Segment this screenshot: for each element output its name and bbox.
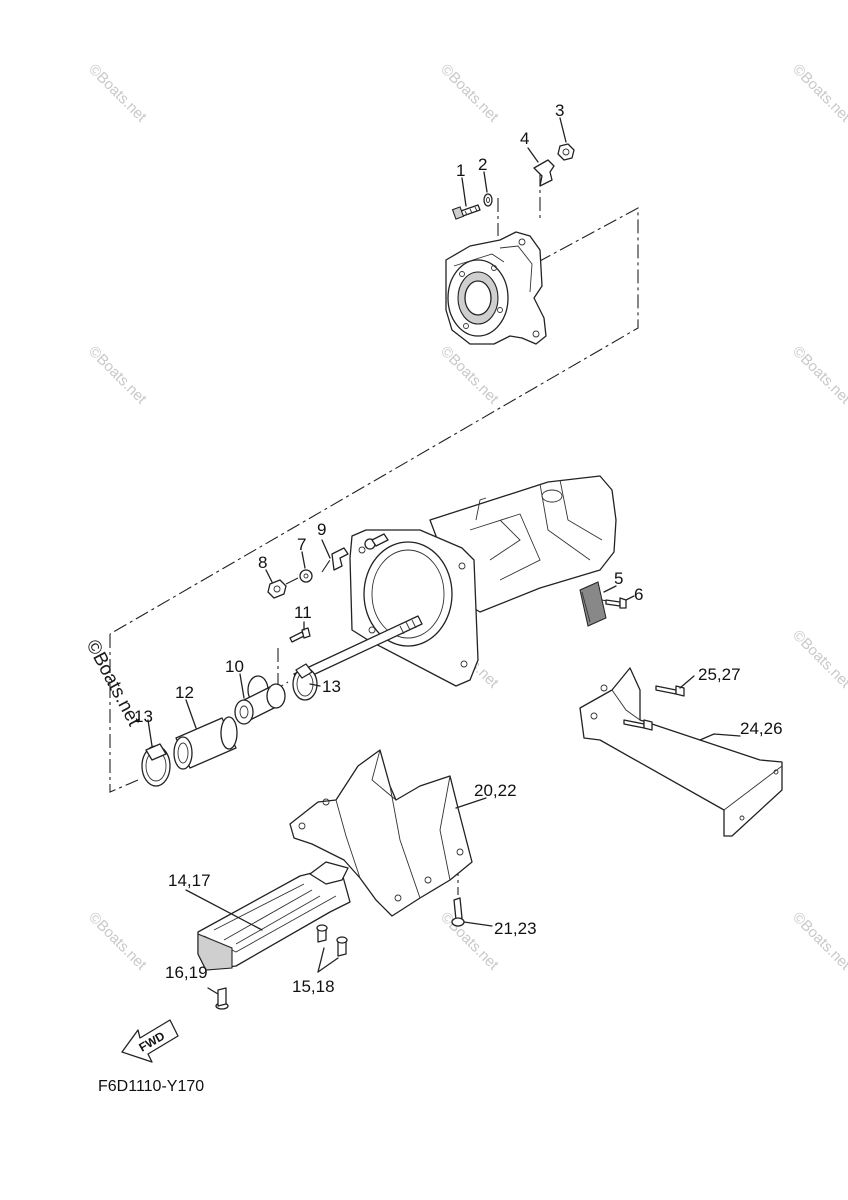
hose-clamp-part-13-upper: [292, 663, 318, 701]
callout-6: 6: [634, 585, 643, 604]
watermark: ©Boats.net: [85, 343, 150, 408]
watermark: ©Boats.net: [437, 909, 502, 974]
watermark: ©Boats.net: [85, 909, 150, 974]
callout-13-lower: 13: [134, 707, 153, 726]
watermark: ©Boats.net: [789, 909, 848, 974]
callout-labels: 1 2 3 4 5 6 7 8 9 10 11 12 13 13 14,17 1…: [134, 101, 783, 996]
callout-12: 12: [175, 683, 194, 702]
drawing-code: F6D1110-Y170: [98, 1078, 204, 1095]
callout-9: 9: [317, 520, 326, 539]
washer-part-2: [483, 193, 493, 207]
callout-15-18: 15,18: [292, 977, 335, 996]
screw-part-25-27: [655, 685, 685, 697]
cover-plate-part-24-26: [579, 667, 783, 837]
washer-part-7: [299, 569, 313, 583]
watermark: ©Boats.net: [789, 627, 848, 692]
callout-7: 7: [297, 535, 306, 554]
callout-3: 3: [555, 101, 564, 120]
callout-14-17: 14,17: [168, 871, 211, 890]
nut-part-3: [557, 143, 575, 161]
nut-part-8: [267, 579, 287, 599]
callout-16-19: 16,19: [165, 963, 208, 982]
callout-10: 10: [225, 657, 244, 676]
bolt-part-21-23: [451, 897, 465, 927]
mount-bracket-part-20-22: [289, 749, 473, 917]
bolt-part-1: [451, 204, 481, 220]
shoe-plate-part-14-17: [197, 861, 351, 971]
callout-13-upper: 13: [322, 677, 341, 696]
forward-direction-arrow: FWD: [121, 1019, 179, 1063]
bearing-housing: [445, 231, 547, 345]
callout-24-26: 24,26: [740, 719, 783, 738]
callout-21-23: 21,23: [494, 919, 537, 938]
callout-5: 5: [614, 569, 623, 588]
screw-part-16-19: [215, 987, 229, 1010]
assembly-guide-lines: [109, 172, 639, 895]
callout-11: 11: [294, 603, 312, 622]
hose-part-12: [173, 716, 238, 770]
callout-2: 2: [478, 155, 487, 174]
rubber-block-part-5: [579, 581, 607, 627]
callout-4: 4: [520, 129, 529, 148]
jet-pump-assembly: [349, 475, 617, 687]
hose-clamp-part-13-lower: [141, 743, 171, 787]
coupling-part-10: [234, 675, 286, 725]
watermark: ©Boats.net: [789, 343, 848, 408]
screw-part-15-18: [316, 924, 348, 957]
callout-25-27: 25,27: [698, 665, 741, 684]
watermark: ©Boats.net: [789, 61, 848, 126]
callout-8: 8: [258, 553, 267, 572]
callout-1: 1: [456, 161, 465, 180]
plate-part-9: [331, 547, 349, 571]
callout-20-22: 20,22: [474, 781, 517, 800]
watermark: ©Boats.net: [437, 61, 502, 126]
watermark: ©Boats.net: [85, 61, 150, 126]
screw-part-6: [605, 597, 627, 609]
screw-part-25-27-lower: [623, 719, 653, 731]
leader-lines: [147, 117, 741, 995]
watermark: ©Boats.net: [437, 343, 502, 408]
screw-part-11: [289, 627, 311, 643]
lock-plate-part-4: [533, 159, 555, 187]
